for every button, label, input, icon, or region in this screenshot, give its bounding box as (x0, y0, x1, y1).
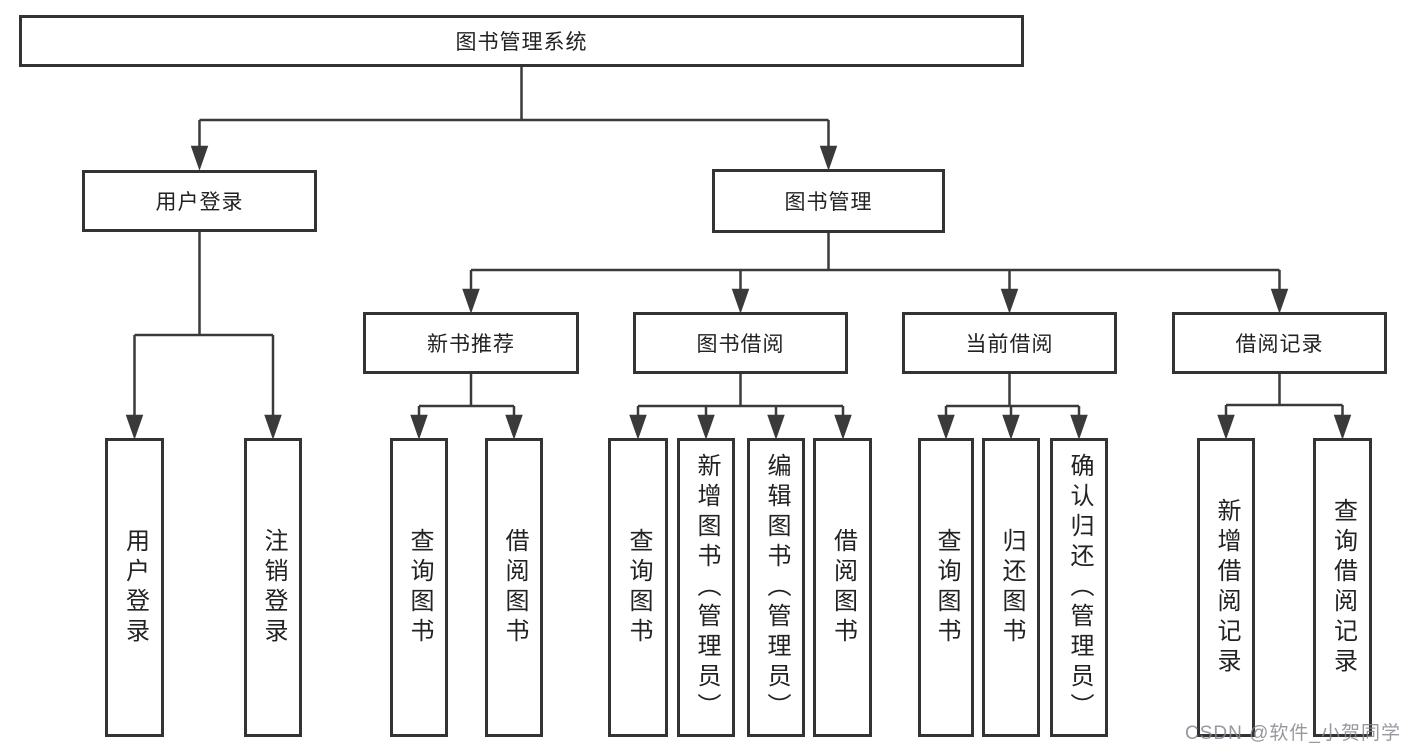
leaf-borrowing-borrow-books: 借阅图书 (813, 438, 872, 737)
leaf-query-borrow-record: 查询借阅记录 (1313, 438, 1372, 737)
leaf-borrowing-query-books: 查询图书 (608, 438, 668, 737)
leaf-add-book-admin: 新增图书（管理员） (677, 438, 735, 737)
node-library-system: 图书管理系统 (19, 15, 1024, 67)
leaf-recommend-borrow-books: 借阅图书 (485, 438, 543, 737)
node-current-borrowing: 当前借阅 (902, 312, 1117, 374)
node-borrow-records: 借阅记录 (1172, 312, 1387, 374)
leaf-recommend-query-books: 查询图书 (390, 438, 448, 737)
leaf-current-query-books: 查询图书 (918, 438, 974, 737)
leaf-return-book: 归还图书 (982, 438, 1040, 737)
node-book-borrowing: 图书借阅 (633, 312, 848, 374)
leaf-edit-book-admin: 编辑图书（管理员） (747, 438, 805, 737)
node-user-login: 用户登录 (82, 170, 317, 232)
node-new-book-recommend: 新书推荐 (363, 312, 579, 374)
leaf-user-login: 用户登录 (105, 438, 164, 737)
leaf-add-borrow-record: 新增借阅记录 (1197, 438, 1255, 737)
leaf-logout: 注销登录 (244, 438, 302, 737)
leaf-confirm-return-admin: 确认归还（管理员） (1050, 438, 1108, 737)
node-book-management: 图书管理 (712, 169, 945, 233)
